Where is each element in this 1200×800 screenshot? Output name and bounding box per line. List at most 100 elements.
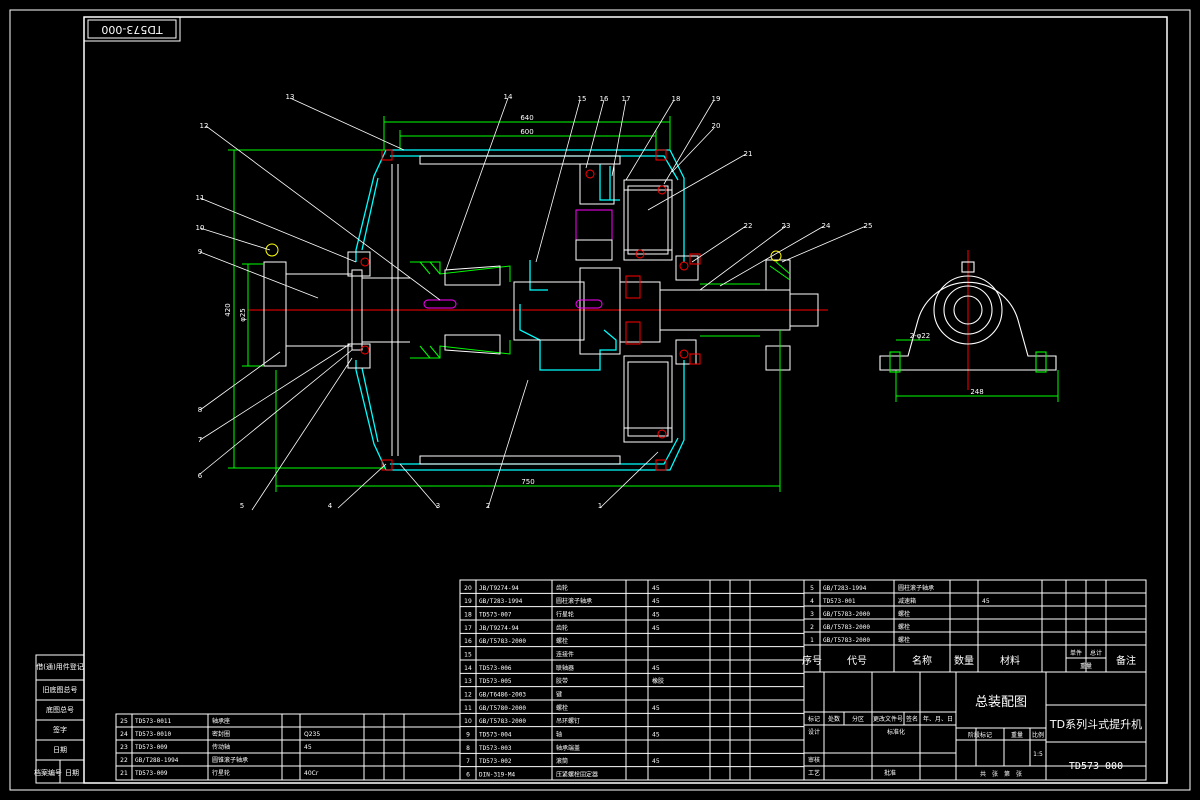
bom-name: 圆柱滚子轴承 <box>898 584 934 592</box>
tb-scale: 比例 <box>1032 731 1044 739</box>
tb-approve: 批准 <box>884 769 896 777</box>
tb-row-label: 年、月、日 <box>923 715 953 723</box>
pillow-block-side-view <box>879 261 1057 373</box>
tb-row-label: 分区 <box>852 715 864 723</box>
callout-25: 25 <box>864 222 873 230</box>
bom-name: 螺栓 <box>556 704 568 712</box>
bom-no: 20 <box>464 585 472 592</box>
bom-name: 螺栓 <box>556 637 568 645</box>
callout-12: 12 <box>200 122 209 130</box>
bom-mat: 45 <box>652 625 660 632</box>
dim-text: φ25 <box>239 308 247 322</box>
bom-code: DIN-319-M4 <box>479 772 516 779</box>
bom-name: 行星轮 <box>212 769 230 777</box>
bom-code: GB/T5783-2000 <box>479 638 526 645</box>
right-pillow-block <box>765 250 791 371</box>
tb-row-label: 处数 <box>828 715 840 723</box>
bom-name: 吊环螺钉 <box>556 717 580 725</box>
bom-header-name: 名称 <box>912 654 932 667</box>
bom-left: 25 TD573-0011 轴承座 24 TD573-0010 密封圈 Q235… <box>115 713 461 781</box>
bom-no: 19 <box>464 598 472 605</box>
bom-header-mat: 材料 <box>1000 654 1020 667</box>
bom-no: 14 <box>464 665 472 672</box>
left-strip: 借(通)用件登记 旧底图总号 底图总号 签字 日期 档案编号 日期 <box>34 654 85 784</box>
tb-process: 工艺 <box>808 769 820 777</box>
bom-no: 6 <box>466 772 470 779</box>
callout-13: 13 <box>286 93 295 101</box>
dim-text: 420 <box>224 303 232 316</box>
leader-lines <box>199 97 867 511</box>
bom-mat: 40Cr <box>304 770 319 777</box>
callout-5: 5 <box>240 502 244 510</box>
bom-header-no: 序号 <box>802 654 822 667</box>
dim-text: 750 <box>521 478 534 486</box>
callout-4: 4 <box>328 502 333 510</box>
tb-stage: 阶段标记 <box>968 731 992 739</box>
tb-design: 设计 <box>808 728 820 736</box>
callout-22: 22 <box>744 222 753 230</box>
dim-text: 600 <box>520 128 533 136</box>
callout-11: 11 <box>196 194 205 202</box>
drawing-number-text: TD573-000 <box>101 23 163 36</box>
bom-mat: 45 <box>652 665 660 672</box>
drawing-title: 总装配图 <box>975 695 1027 710</box>
bom-name: 圆锥滚子轴承 <box>212 756 248 764</box>
bom-no: 11 <box>464 705 472 712</box>
bom-code: TD573-005 <box>479 678 512 685</box>
bom-code: TD573-007 <box>479 612 512 619</box>
bom-mat: 45 <box>652 612 660 619</box>
bom-header-remark: 备注 <box>1116 654 1136 667</box>
bom-code: TD573-001 <box>823 598 856 605</box>
bom-name: 压紧螺栓固定器 <box>556 771 598 779</box>
left-bearing <box>347 251 371 369</box>
bom-header-unit: 单件 <box>1070 649 1082 657</box>
bom-name: 轴承端盖 <box>556 744 580 752</box>
bom-no: 12 <box>464 692 472 699</box>
bom-no: 25 <box>120 718 128 725</box>
inner-frame <box>83 16 1168 784</box>
bom-header-weight: 重量 <box>1080 662 1092 670</box>
callout-7: 7 <box>198 436 202 444</box>
product-name: TD系列斗式提升机 <box>1049 717 1142 731</box>
callout-8: 8 <box>198 406 202 414</box>
left-strip-label: 旧底图总号 <box>43 685 78 694</box>
drum-rim <box>391 155 621 465</box>
bom-mat: 45 <box>652 598 660 605</box>
callout-1: 1 <box>598 502 602 510</box>
bom-no: 13 <box>464 678 472 685</box>
right-bearing <box>625 255 699 359</box>
bom-code: GB/T283-1994 <box>823 585 867 592</box>
bom-no: 9 <box>466 732 470 739</box>
bom-no: 24 <box>120 731 128 738</box>
bom-code: TD573-003 <box>479 745 512 752</box>
callout-labels: 1 2 3 4 5 6 7 8 9 10 11 12 13 14 15 16 1… <box>196 93 873 510</box>
bom-mat: 45 <box>652 585 660 592</box>
bom-code: TD573-0010 <box>135 731 172 738</box>
bom-code: TD573-009 <box>135 744 168 751</box>
bom-code: TD573-006 <box>479 665 512 672</box>
callout-16: 16 <box>600 95 609 103</box>
title-block: 标记 处数 分区 更改文件号 签名 年、月、日 设计 标准化 审核 工艺 批准 … <box>803 671 1147 781</box>
tb-review: 审核 <box>808 756 820 764</box>
bom-name: 密封圈 <box>212 730 230 738</box>
key-slot <box>423 299 457 309</box>
bom-code: GB/T288-1994 <box>135 757 179 764</box>
callout-24: 24 <box>822 222 831 230</box>
bom-code: TD573-009 <box>135 770 168 777</box>
callout-14: 14 <box>504 93 513 101</box>
bom-no: 1 <box>810 637 814 644</box>
bom-code: GB/T5783-2000 <box>823 637 870 644</box>
bom-no: 8 <box>466 745 470 752</box>
dim-text: 2-φ22 <box>910 332 931 340</box>
bom-name: 齿轮 <box>556 584 568 592</box>
bom-header-total: 总计 <box>1090 649 1102 657</box>
bom-name: 行星轮 <box>556 611 574 619</box>
dim-text: 640 <box>520 114 533 122</box>
callout-18: 18 <box>672 95 681 103</box>
bom-mat: 45 <box>652 732 660 739</box>
bom-mat: 45 <box>982 598 990 605</box>
bom-no: 3 <box>810 611 814 618</box>
bom-code: TD573-002 <box>479 758 512 765</box>
bom-code: GB/T283-1994 <box>479 598 523 605</box>
